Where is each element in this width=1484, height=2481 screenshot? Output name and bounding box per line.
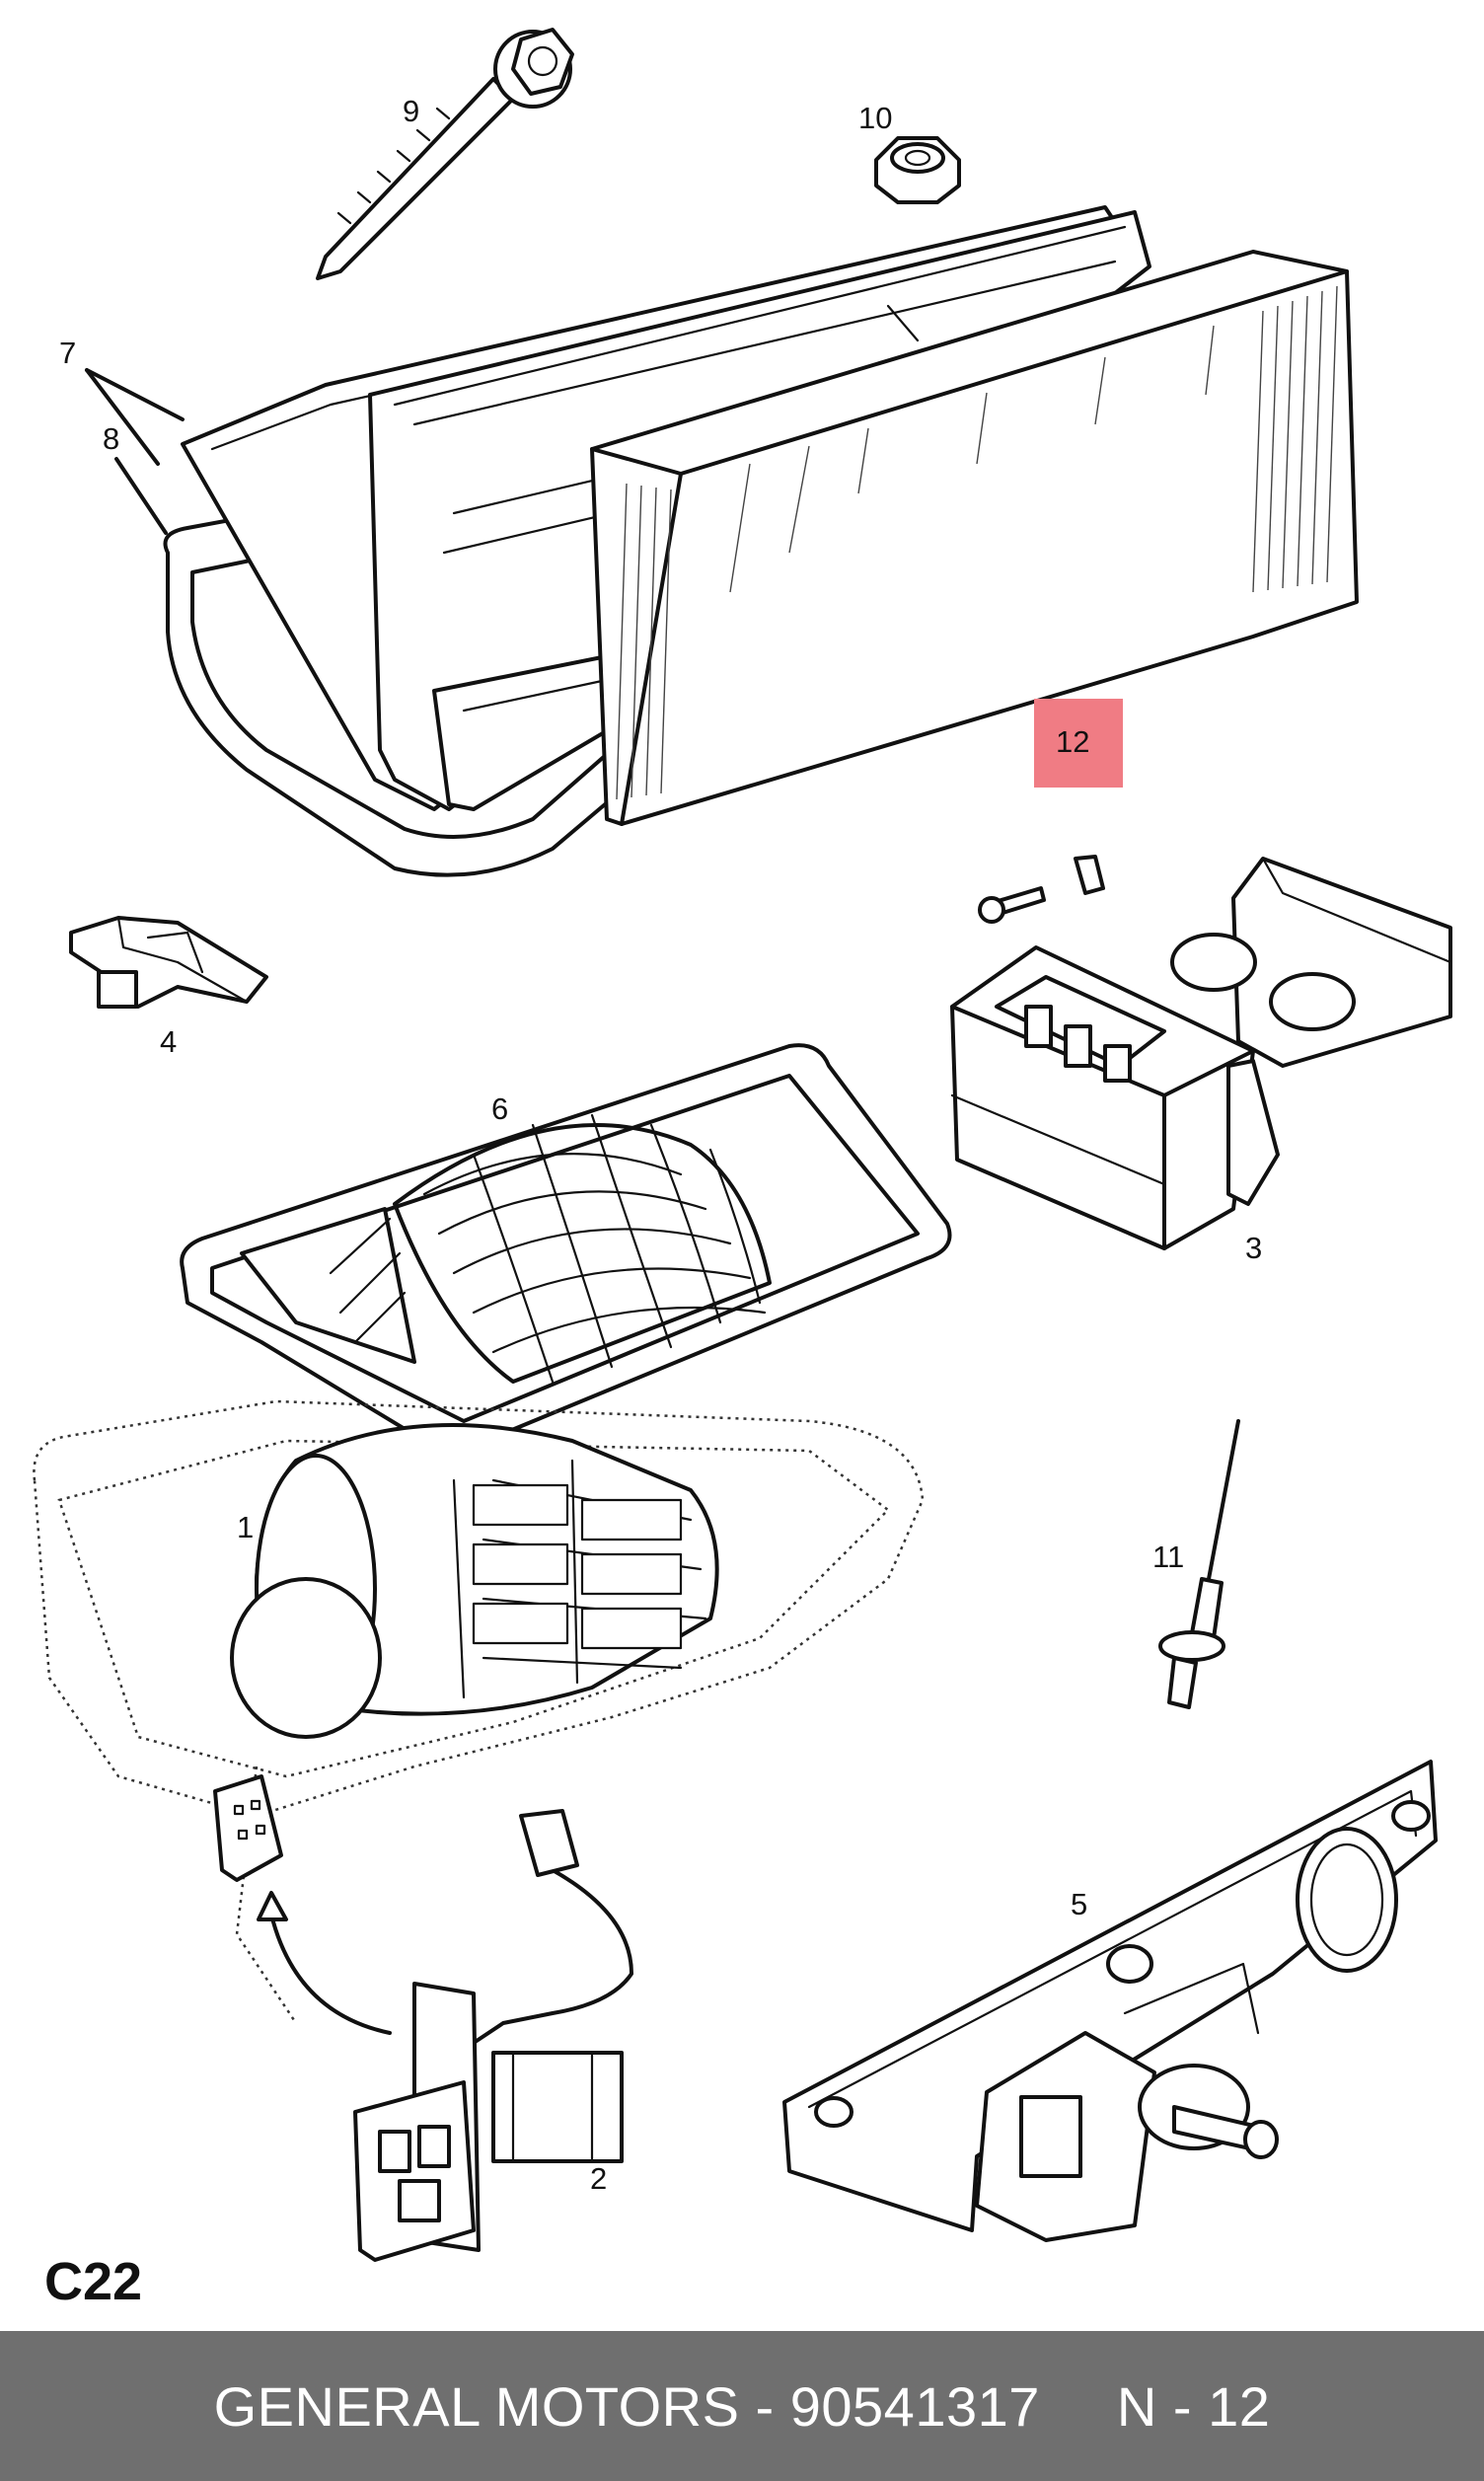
control-panel-part-5 [782,1760,1438,2242]
callout-10: 10 [858,101,892,135]
page-reference: N - 12 [1116,2374,1271,2438]
callout-3: 3 [1245,1231,1262,1265]
callout-8: 8 [103,421,119,456]
filter-pleats [616,285,1338,800]
rivet-part-11 [1158,1419,1240,1709]
callout-11: 11 [1152,1540,1184,1574]
screw-small [978,886,1046,924]
cabin-filter-part-12 [590,250,1359,826]
nut-part-10 [874,136,961,204]
callout-5: 5 [1071,1887,1087,1921]
resistor-part-2 [353,1809,633,2262]
callout-7: 7 [59,336,76,370]
callout-2: 2 [590,2161,607,2196]
callout-1: 1 [237,1510,254,1544]
callout-9: 9 [403,94,419,128]
callout-4: 4 [160,1024,177,1059]
callout-6: 6 [491,1091,508,1126]
connector-plug [213,1774,283,1882]
footer-bar: GENERAL MOTORS - 90541317 N - 12 [0,2331,1484,2481]
parts-diagram: 9 10 7 8 12 4 6 3 1 11 5 2 C22 [33,28,1452,2311]
arrow-line [269,1913,392,2035]
screw-part-9 [316,28,574,280]
spring-nut [1074,855,1105,895]
arrow-head [257,1891,288,1921]
section-code: C22 [44,2252,142,2311]
intake-grid-lines [422,1113,767,1384]
leader-lines [85,368,185,535]
brand-part-number: GENERAL MOTORS - 90541317 [213,2374,1040,2438]
clip-part-4 [69,916,268,1009]
blower-fan-part-1 [230,1423,719,1739]
gasket-part-6 [180,1043,952,1452]
resistor-unit-part-3 [950,857,1452,1250]
callout-12: 12 [1056,724,1089,759]
highlight-box-part-12 [1034,699,1123,788]
